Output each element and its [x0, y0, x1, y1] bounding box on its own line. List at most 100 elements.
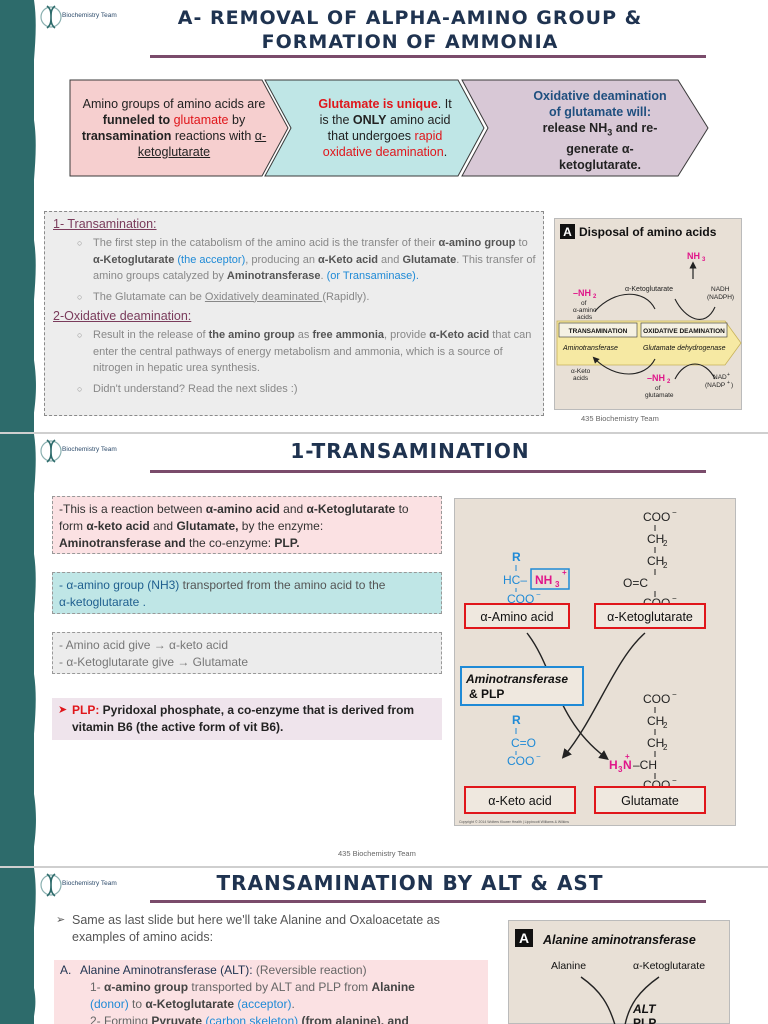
nad-label: NAD	[713, 374, 727, 381]
aminotransferase-label: Aminotransferase	[562, 345, 618, 352]
by-text: by	[228, 113, 246, 127]
rapid-text: rapid	[414, 129, 443, 143]
nh2-left-sub: 2	[593, 294, 597, 300]
release-nh-text: release NH	[542, 121, 608, 135]
aa-nh3: NH	[535, 573, 552, 587]
aa-hc: HC–	[503, 573, 527, 587]
oxidative-deamination-heading: 2-Oxidative deamination:	[53, 309, 192, 323]
alt-enzyme-label: ALT	[632, 1002, 657, 1016]
transamination-diagram: COO− CH2 CH2 O=C COO− R HC– NH3+ COO−	[459, 508, 706, 824]
b1-text-3: to	[515, 237, 528, 249]
team-logo: Biochemistry Team	[40, 437, 120, 465]
b3-text-1: Result in the release of	[93, 329, 209, 341]
team-logo: Biochemistry Team	[40, 3, 120, 31]
circle-bullet-icon: ○	[77, 330, 83, 340]
of-label-1: of	[581, 300, 587, 307]
transamination-label: TRANSAMINATION	[569, 328, 628, 335]
def-text-5: to	[395, 502, 409, 516]
alt1-text-1: 1-	[90, 980, 105, 994]
figure-copyright: Copyright © 2014 Wolters Kluwer Health |…	[459, 820, 569, 824]
alt-akg-label: α-Ketoglutarate	[633, 960, 705, 972]
ka-coo: COO	[507, 754, 534, 768]
b1-text-10: . This transfer of amino groups catalyze…	[93, 253, 536, 283]
b1-text-4: α-Ketoglutarate	[93, 253, 175, 266]
akg-ch2-1: CH	[647, 532, 664, 546]
b1-text-11: Aminotransferase	[226, 270, 321, 282]
ka-r: R	[512, 713, 521, 727]
period-text: .	[443, 145, 448, 159]
nadp-label: (NADP	[705, 382, 725, 389]
b3-text-5: , provide	[384, 329, 430, 341]
glu-n-plus: +	[625, 752, 630, 761]
slide-title: 1-TRANSAMINATION	[290, 439, 530, 463]
circle-bullet-icon: ○	[77, 383, 83, 394]
def-text-12: the co-enzyme:	[185, 536, 275, 550]
logo-text: Biochemistry Team	[62, 880, 117, 887]
team-logo: Biochemistry Team	[40, 871, 120, 899]
plp-description: Pyridoxal phosphate, a co-enzyme that is…	[72, 703, 415, 734]
alt1-text-3: transported by ALT and PLP from	[188, 980, 372, 994]
amino-acid-text: amino acid	[386, 113, 451, 127]
alt1-text-2: α-amino group	[104, 980, 189, 994]
nh2-left-label: –NH	[573, 288, 591, 298]
alt-letter: A.	[60, 963, 72, 977]
slide2-footer: 435 Biochemistry Team	[338, 849, 416, 858]
nadp-close: )	[731, 382, 733, 389]
nh3-sub: 3	[702, 257, 706, 263]
plp-label: PLP:	[72, 703, 100, 717]
reactions-text: reactions with	[171, 129, 255, 143]
title-underline	[150, 55, 706, 58]
def-text-6: form	[59, 519, 87, 533]
disposal-diagram: A Disposal of amino acids NH 3 –NH 2 of …	[556, 224, 742, 399]
arrow2-line4: oxidative deamination.	[296, 144, 474, 160]
oxidative-deamination-label: OXIDATIVE DEAMINATION	[643, 328, 725, 335]
b1-text-6: , producing an	[245, 253, 319, 266]
slide-transamination-alt-ast: Biochemistry Team TRANSAMINATION BY ALT …	[0, 868, 768, 1024]
alpha-amino-label: α-amino	[573, 307, 597, 314]
products-line-1: - Amino acid give → α-keto acid	[59, 638, 229, 652]
alt-heading: A. Alanine Aminotransferase (ALT): (Reve…	[60, 962, 482, 979]
side-wave-decoration	[26, 434, 36, 866]
glutamate-unique-text: Glutamate is unique	[318, 97, 438, 111]
arrow-step-1: Amino groups of amino acids are funneled…	[76, 96, 272, 160]
b1-text-8: and	[377, 253, 403, 266]
glu-ch2-1-sub: 2	[663, 721, 668, 730]
arrow3-line3: release NH3 and re-	[500, 120, 700, 141]
def-text-9: Glutamate,	[176, 519, 239, 533]
title-line-2: FORMATION OF AMMONIA	[261, 31, 559, 53]
alt-plp-label: PLP	[633, 1016, 656, 1024]
title-underline	[150, 470, 706, 473]
summary-panel: 1- Transamination: ○ The first step in t…	[44, 211, 544, 416]
slide1-footer: 435 Biochemistry Team	[581, 414, 659, 423]
b2-text-3: (Rapidly).	[322, 290, 370, 303]
figure-badge: A	[563, 225, 572, 239]
akg-ch2-1-sub: 2	[663, 539, 668, 548]
arrow1-line2: funneled to glutamate by	[76, 112, 272, 128]
transamination-figure: COO− CH2 CH2 O=C COO− R HC– NH3+ COO−	[454, 498, 736, 826]
alt1-text-9: .	[291, 997, 295, 1011]
alt2-text-4: (from alanine), and	[298, 1014, 409, 1024]
nadh-label: NADH	[711, 286, 730, 293]
akg-oc: O=C	[623, 576, 648, 590]
slide-removal-of-amino-group: Biochemistry Team A- REMOVAL OF ALPHA-AM…	[0, 0, 768, 432]
arrow2-line2: is the ONLY amino acid	[296, 112, 474, 128]
b3-text-7: that can enter the central pathways of e…	[93, 329, 532, 374]
def-text-7: α-keto acid	[86, 519, 150, 533]
b4-text: Didn't understand? Read the next slides …	[93, 382, 298, 395]
intro-bullet: ➢ Same as last slide but here we'll take…	[54, 912, 494, 946]
glu-coo-top: COO	[643, 692, 670, 706]
panel-bullet-2: ○ The Glutamate can be Oxidatively deami…	[51, 289, 537, 306]
arrow3-line4: generate α-	[566, 141, 634, 156]
glu-ch: –CH	[633, 758, 657, 772]
alt1-text-8: (acceptor)	[234, 997, 292, 1011]
b1-text-7: α-Keto acid	[318, 253, 378, 266]
arrow-step-3: Oxidative deamination of glutamate will:…	[500, 88, 700, 173]
alt2-text-3: (carbon skeleton)	[202, 1014, 299, 1024]
b1-text-12: .	[320, 270, 327, 282]
def-text-11: Aminotransferase and	[59, 536, 186, 550]
alt1-text-5: (donor)	[90, 997, 129, 1011]
products-line-2: - α-Ketoglutarate give → Glutamate	[59, 655, 249, 669]
alpha-keto-acid-label: α-Keto acid	[488, 794, 552, 808]
nh2-bottom-sub: 2	[667, 379, 671, 385]
acids-label: acids	[577, 314, 593, 321]
